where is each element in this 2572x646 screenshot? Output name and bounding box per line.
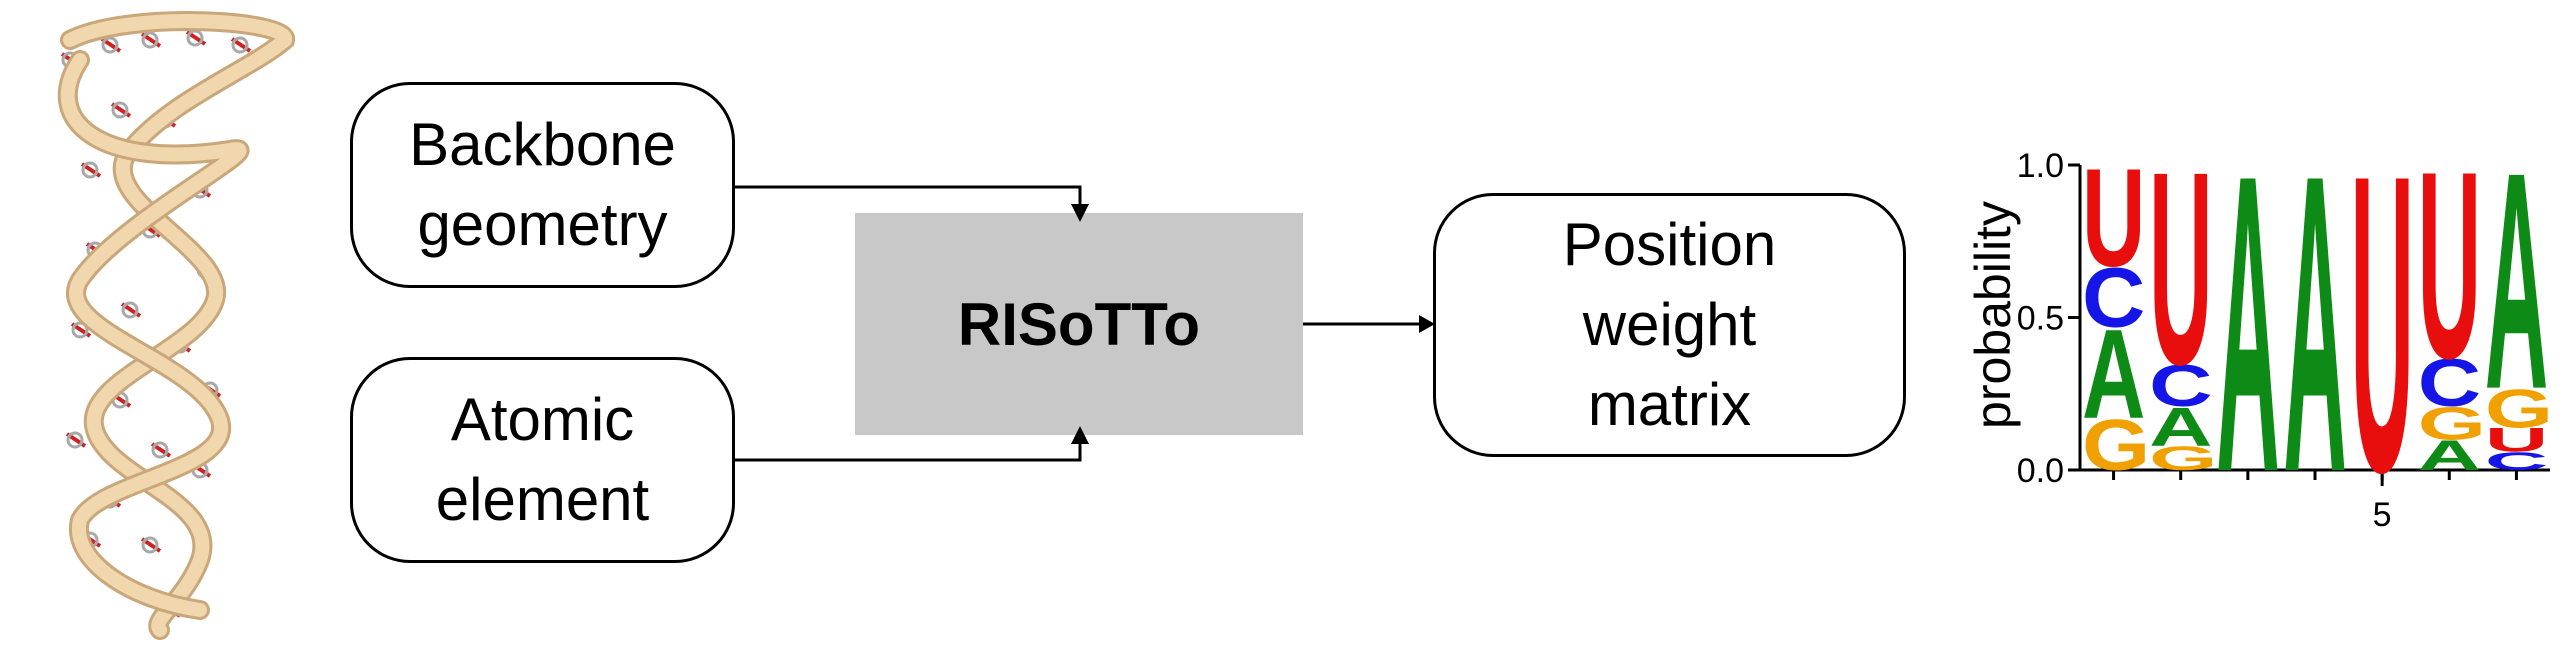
- logo-letter-A: A: [2418, 432, 2481, 479]
- svg-text:U: U: [2149, 115, 2212, 422]
- backbone-geometry-label: Backbone geometry: [409, 111, 676, 258]
- logo-letter-A: A: [2485, 110, 2548, 454]
- svg-text:U: U: [2418, 117, 2481, 415]
- nucleotide-base: [120, 301, 142, 319]
- logo-letter-A: A: [2082, 304, 2145, 446]
- y-tick-label: 0.5: [2017, 300, 2064, 338]
- nucleotide-base: [230, 36, 252, 54]
- logo-axes: 0.0 0.5 1.0 5: [2017, 147, 2550, 534]
- svg-text:G: G: [2149, 440, 2217, 478]
- logo-letter-U: U: [2082, 139, 2145, 296]
- svg-text:A: A: [2283, 110, 2346, 550]
- y-tick-label: 1.0: [2017, 147, 2064, 185]
- svg-text:A: A: [2082, 304, 2145, 446]
- logo-letter-C: C: [2082, 251, 2145, 345]
- position-weight-matrix-label: Position weight matrix: [1562, 211, 1777, 438]
- risotto-model-box: RISoTTo: [855, 213, 1303, 435]
- backbone-geometry-box: Backbone geometry: [350, 82, 735, 288]
- nucleotide-base: [65, 431, 87, 449]
- logo-letter-G: G: [2485, 378, 2553, 440]
- arrow-backbone-to-model: [735, 185, 1082, 205]
- svg-text:G: G: [2082, 405, 2150, 486]
- rna-ribbon-strand-2-fill: [60, 53, 247, 617]
- nucleotide-base: [110, 101, 132, 119]
- risotto-model-label: RISoTTo: [957, 290, 1201, 358]
- svg-text:C: C: [2082, 251, 2145, 345]
- logo-letter-G: G: [2418, 397, 2486, 449]
- logo-letter-U: U: [2485, 422, 2548, 460]
- logo-letter-G: G: [2082, 405, 2150, 486]
- arrow-atomic-to-model: [735, 443, 1082, 462]
- atomic-element-label: Atomic element: [435, 386, 650, 533]
- svg-text:A: A: [2149, 396, 2212, 458]
- logo-letter-G: G: [2149, 440, 2217, 478]
- svg-text:U: U: [2485, 422, 2548, 460]
- logo-letter-C: C: [2418, 345, 2481, 421]
- nucleotide-base: [140, 31, 162, 49]
- nucleotide-base: [80, 161, 102, 179]
- logo-letter-C: C: [2485, 447, 2548, 475]
- nucleotide-base: [150, 441, 172, 459]
- logo-letter-A: A: [2149, 396, 2212, 458]
- y-tick-label: 0.0: [2017, 452, 2064, 490]
- nucleotide-base: [140, 536, 162, 554]
- logo-letter-A: A: [2216, 110, 2279, 550]
- svg-text:C: C: [2149, 352, 2212, 419]
- atomic-element-box: Atomic element: [350, 357, 735, 563]
- rna-ribbon-strand-1-fill: [63, 14, 292, 637]
- svg-text:U: U: [2351, 110, 2414, 550]
- svg-text:G: G: [2418, 397, 2486, 449]
- svg-text:C: C: [2485, 447, 2548, 475]
- svg-text:A: A: [2216, 110, 2279, 550]
- svg-text:C: C: [2418, 345, 2481, 421]
- svg-text:U: U: [2082, 139, 2145, 296]
- nucleotide-base: [70, 321, 92, 339]
- nucleotide-base: [185, 29, 207, 47]
- x-tick-label: 5: [2373, 496, 2392, 534]
- logo-letter-U: U: [2418, 117, 2481, 415]
- svg-text:A: A: [2418, 432, 2481, 479]
- position-weight-matrix-box: Position weight matrix: [1433, 193, 1906, 457]
- nucleotide-base: [100, 36, 122, 54]
- svg-text:G: G: [2485, 378, 2553, 440]
- rna-structure-image: [57, 11, 295, 640]
- logo-letter-C: C: [2149, 352, 2212, 419]
- logo-letter-U: U: [2149, 115, 2212, 422]
- logo-letter-A: A: [2283, 110, 2346, 550]
- logo-letter-U: U: [2351, 110, 2414, 550]
- svg-text:A: A: [2485, 110, 2548, 454]
- y-axis-label: probability: [1965, 201, 2021, 429]
